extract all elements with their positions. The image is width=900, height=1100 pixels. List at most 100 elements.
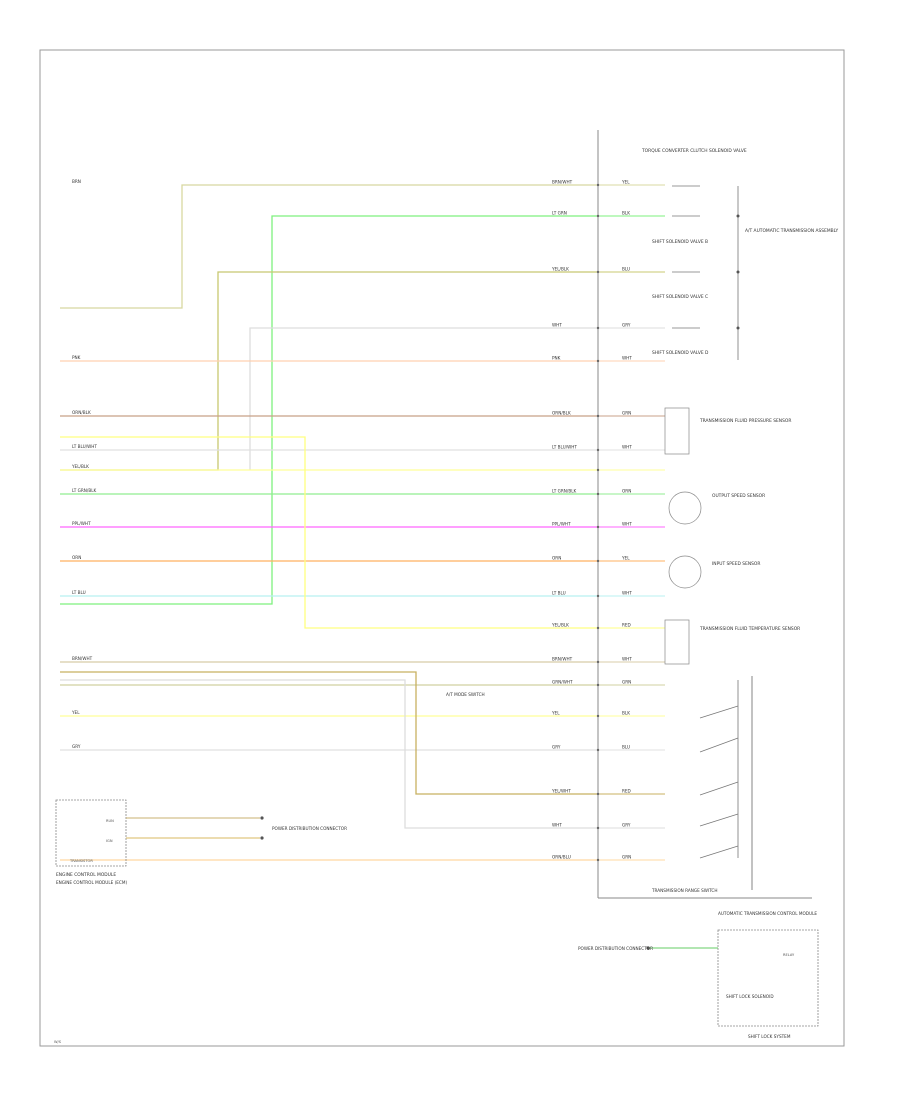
wire-left-label: GRY	[72, 744, 81, 749]
pressure-sensor-label: TRANSMISSION FLUID PRESSURE SENSOR	[699, 418, 791, 424]
wire-left-label: LT BLU/WHT	[72, 444, 97, 449]
wire-far-label: GRN	[622, 855, 631, 860]
ecm-pin-run: RUN	[106, 819, 114, 823]
wire-far-label: WHT	[622, 445, 632, 450]
connector-pin	[596, 559, 600, 563]
connector-pin	[596, 183, 600, 187]
bottom-module-title: AUTOMATIC TRANSMISSION CONTROL MODULE	[718, 911, 817, 916]
wire-left-label: PPL/WHT	[72, 521, 91, 526]
bottom-corner-label: SHIFT LOCK SYSTEM	[748, 1034, 791, 1039]
wire-right-label: GRN/WHT	[552, 680, 573, 685]
wire-right-label: LT BLU/WHT	[552, 445, 577, 450]
wire-far-label: YEL	[621, 180, 630, 185]
wire-far-label: BLU	[622, 267, 630, 272]
bottom-module-inner: SHIFT LOCK SOLENOID	[726, 994, 774, 999]
wire-right-label: GRY	[552, 745, 561, 750]
wire-far-label: WHT	[622, 657, 632, 662]
range-switch-contact-3	[699, 781, 739, 796]
wire-group: BRN BRN/WHT YEL LT GRN BLK YEL/BLK BLU WHT GRY PN…	[60, 179, 665, 862]
wire-right-label: PNK	[552, 356, 561, 361]
connector-pin	[596, 748, 600, 752]
wire-right-label: ORN/BLK	[552, 411, 571, 416]
range-switch-contact-1	[699, 705, 739, 719]
wire-18	[60, 679, 598, 829]
diagram-frame	[39, 49, 845, 1047]
connector-pin	[596, 492, 600, 496]
connector-pin	[596, 714, 600, 718]
wire-far-label: BLK	[622, 711, 630, 716]
connector-pin	[596, 448, 600, 452]
connector-pin	[596, 468, 600, 472]
connector-pin	[596, 660, 600, 664]
connector-pin	[596, 214, 600, 218]
wire-left-label: BRN/WHT	[72, 656, 93, 661]
bottom-module-box	[717, 929, 819, 1027]
solenoid-block: TORQUE CONVERTER CLUTCH SOLENOID VALVE S…	[641, 148, 839, 360]
ecm-sub-label: ENGINE CONTROL MODULE (ECM)	[56, 880, 127, 885]
solenoid-node-3	[736, 326, 740, 330]
range-switch-caption: TRANSMISSION RANGE SWITCH	[651, 888, 718, 893]
wire-right-label: BRN/WHT	[552, 657, 573, 662]
connector-pin	[596, 270, 600, 274]
page-reference: W/S	[54, 1040, 62, 1044]
wire-far-label: WHT	[622, 522, 632, 527]
wire-right-label: LT BLU	[552, 591, 566, 596]
wire-far-label: GRN	[622, 680, 631, 685]
wire-left-label: LT GRN/BLK	[72, 488, 97, 493]
shift-solenoid-d-label: SHIFT SOLENOID VALVE D	[652, 350, 709, 356]
ecm-box	[55, 799, 127, 867]
connector-pin	[596, 525, 600, 529]
connector-pin	[596, 826, 600, 830]
wire-right-label: WHT	[552, 823, 562, 828]
wire-right-label: LT GRN/BLK	[552, 489, 577, 494]
wire-far-label: WHT	[622, 591, 632, 596]
wire-far-label: YEL	[621, 556, 630, 561]
wire-far-label: RED	[622, 789, 631, 794]
sensor-block: TRANSMISSION FLUID PRESSURE SENSOR OUTPU…	[664, 407, 800, 665]
wire-left-label: ORN	[72, 555, 81, 560]
wire-2	[60, 271, 598, 471]
range-switch-block: TRANSMISSION RANGE SWITCH	[651, 676, 753, 893]
wire-far-label: WHT	[622, 356, 632, 361]
wire-1	[60, 215, 598, 605]
connector-pin	[596, 792, 600, 796]
wire-right-label: YEL/BLK	[551, 623, 569, 628]
ecm-label: ENGINE CONTROL MODULE	[56, 872, 116, 878]
wire-left-label: PNK	[72, 355, 81, 360]
wire-3	[249, 327, 598, 470]
wire-right-label: LT GRN	[552, 211, 567, 216]
range-switch-contact-2	[699, 737, 739, 753]
shift-solenoid-b-label: SHIFT SOLENOID VALVE B	[652, 239, 708, 245]
mode-switch-note: A/T MODE SWITCH	[446, 692, 485, 697]
solenoid-node-1	[736, 214, 740, 218]
connector-pin	[596, 594, 600, 598]
bottom-feed-label: POWER DISTRIBUTION CONNECTOR	[578, 946, 653, 951]
wire-17	[60, 671, 598, 795]
transmission-assembly-label: A/T AUTOMATIC TRANSMISSION ASSEMBLY	[745, 228, 839, 234]
shift-solenoid-c-label: SHIFT SOLENOID VALVE C	[652, 294, 708, 300]
range-switch-contact-4	[699, 813, 739, 827]
connector-pin	[596, 858, 600, 862]
wire-left-label: LT BLU	[72, 590, 86, 595]
wire-far-label: GRY	[622, 823, 631, 828]
wire-far-label: RED	[622, 623, 631, 628]
wire-right-label: PPL/WHT	[552, 522, 571, 527]
wire-right-label: BRN/WHT	[552, 180, 573, 185]
output-speed-sensor-icon	[668, 491, 702, 525]
connector-pin	[596, 359, 600, 363]
power-distribution-label: POWER DISTRIBUTION CONNECTOR	[272, 826, 347, 831]
connector-pin	[596, 683, 600, 687]
output-speed-sensor-label: OUTPUT SPEED SENSOR	[712, 493, 765, 499]
wire-far-label: GRY	[622, 323, 631, 328]
torque-converter-title: TORQUE CONVERTER CLUTCH SOLENOID VALVE	[641, 148, 747, 154]
wire-far-label: BLK	[622, 211, 630, 216]
bottom-module: AUTOMATIC TRANSMISSION CONTROL MODULE RE…	[578, 911, 819, 1039]
wire-left-label: ORN/BLK	[72, 410, 91, 415]
wire-left-label: YEL	[71, 710, 80, 715]
input-speed-sensor-label: INPUT SPEED SENSOR	[712, 561, 760, 567]
wire-left-label: BRN	[72, 179, 81, 184]
range-switch-contact-5	[699, 845, 739, 859]
connector-pin	[596, 326, 600, 330]
wire-right-label: ORN	[552, 556, 561, 561]
